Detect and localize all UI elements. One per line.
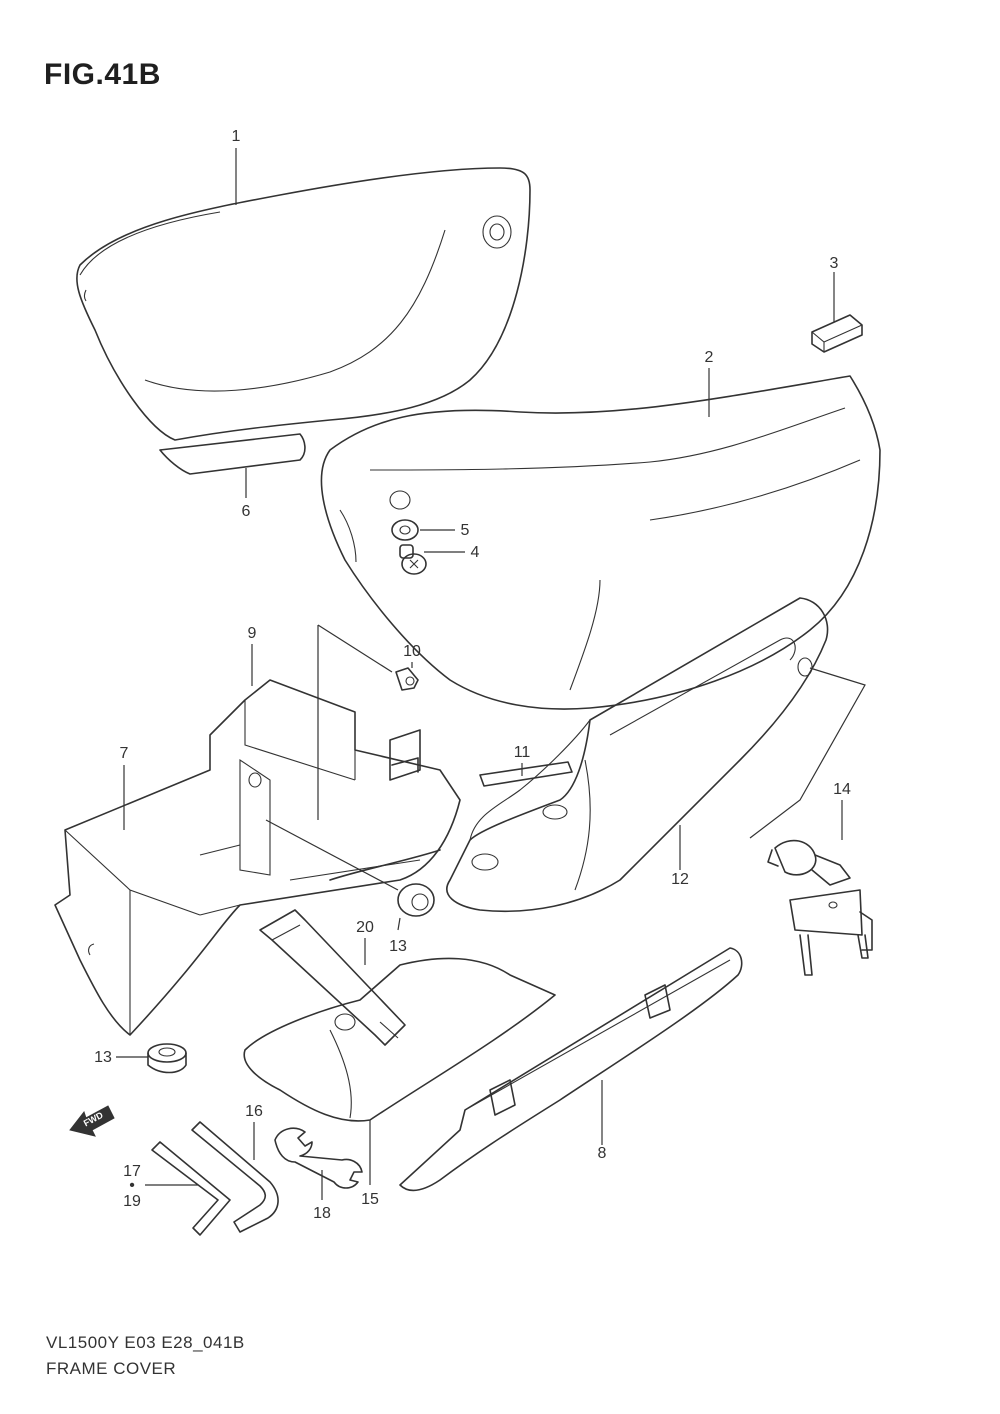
right-frame-cover	[320, 375, 881, 710]
part-label: 18	[313, 1205, 331, 1222]
part-labels: 1 2 3 4 5 6 7 8 9 10 11 12 13 13 14 15 1…	[94, 128, 851, 1222]
cushion-pad	[811, 314, 863, 353]
diagram-footer: VL1500Y E03 E28_041B FRAME COVER	[46, 1330, 245, 1382]
part-label: 12	[671, 871, 689, 888]
grommet-lower	[147, 1043, 187, 1074]
figure-title: FIG.41B	[44, 58, 161, 91]
section-name: FRAME COVER	[46, 1359, 177, 1378]
part-label: 10	[403, 643, 421, 660]
part-label: 9	[248, 625, 257, 642]
battery-holder	[54, 679, 461, 1036]
fastener-bolt	[399, 544, 427, 575]
fwd-arrow-icon: FWD	[69, 1105, 115, 1137]
part-label: 4	[471, 544, 480, 561]
part-label: 3	[830, 255, 839, 272]
small-bolt	[395, 667, 419, 691]
part-label: 17	[123, 1163, 141, 1180]
tool-bag	[243, 957, 556, 1122]
lock-set	[767, 839, 873, 976]
part-label: 2	[705, 349, 714, 366]
left-frame-cover	[76, 167, 531, 441]
part-label: 11	[514, 744, 531, 761]
model-code: VL1500Y E03 E28_041B	[46, 1333, 245, 1352]
fastener-washer	[391, 519, 419, 541]
part-label: •	[129, 1177, 135, 1194]
grommet-upper	[397, 883, 435, 917]
trim-strip	[479, 761, 573, 787]
part-label: 13	[389, 938, 407, 955]
part-label: 14	[833, 781, 851, 798]
lower-side-cover	[446, 597, 829, 913]
part-label: 16	[245, 1103, 263, 1120]
hex-wrench-small	[151, 1141, 231, 1236]
part-label: 8	[598, 1145, 607, 1162]
open-end-wrench	[274, 1127, 363, 1189]
part-label: 1	[232, 128, 241, 145]
leader-lines	[116, 148, 866, 1200]
part-label: 19	[123, 1193, 141, 1210]
hex-wrench-large	[191, 1121, 279, 1233]
lower-trim-strip	[159, 433, 306, 475]
part-label: 6	[242, 503, 251, 520]
part-label: 20	[356, 919, 374, 936]
part-label: 5	[461, 522, 470, 539]
part-label: 13	[94, 1049, 112, 1066]
part-label: 15	[361, 1191, 379, 1208]
battery-band	[259, 909, 406, 1046]
part-label: 7	[120, 745, 129, 762]
seat-rail-cover	[399, 947, 743, 1192]
